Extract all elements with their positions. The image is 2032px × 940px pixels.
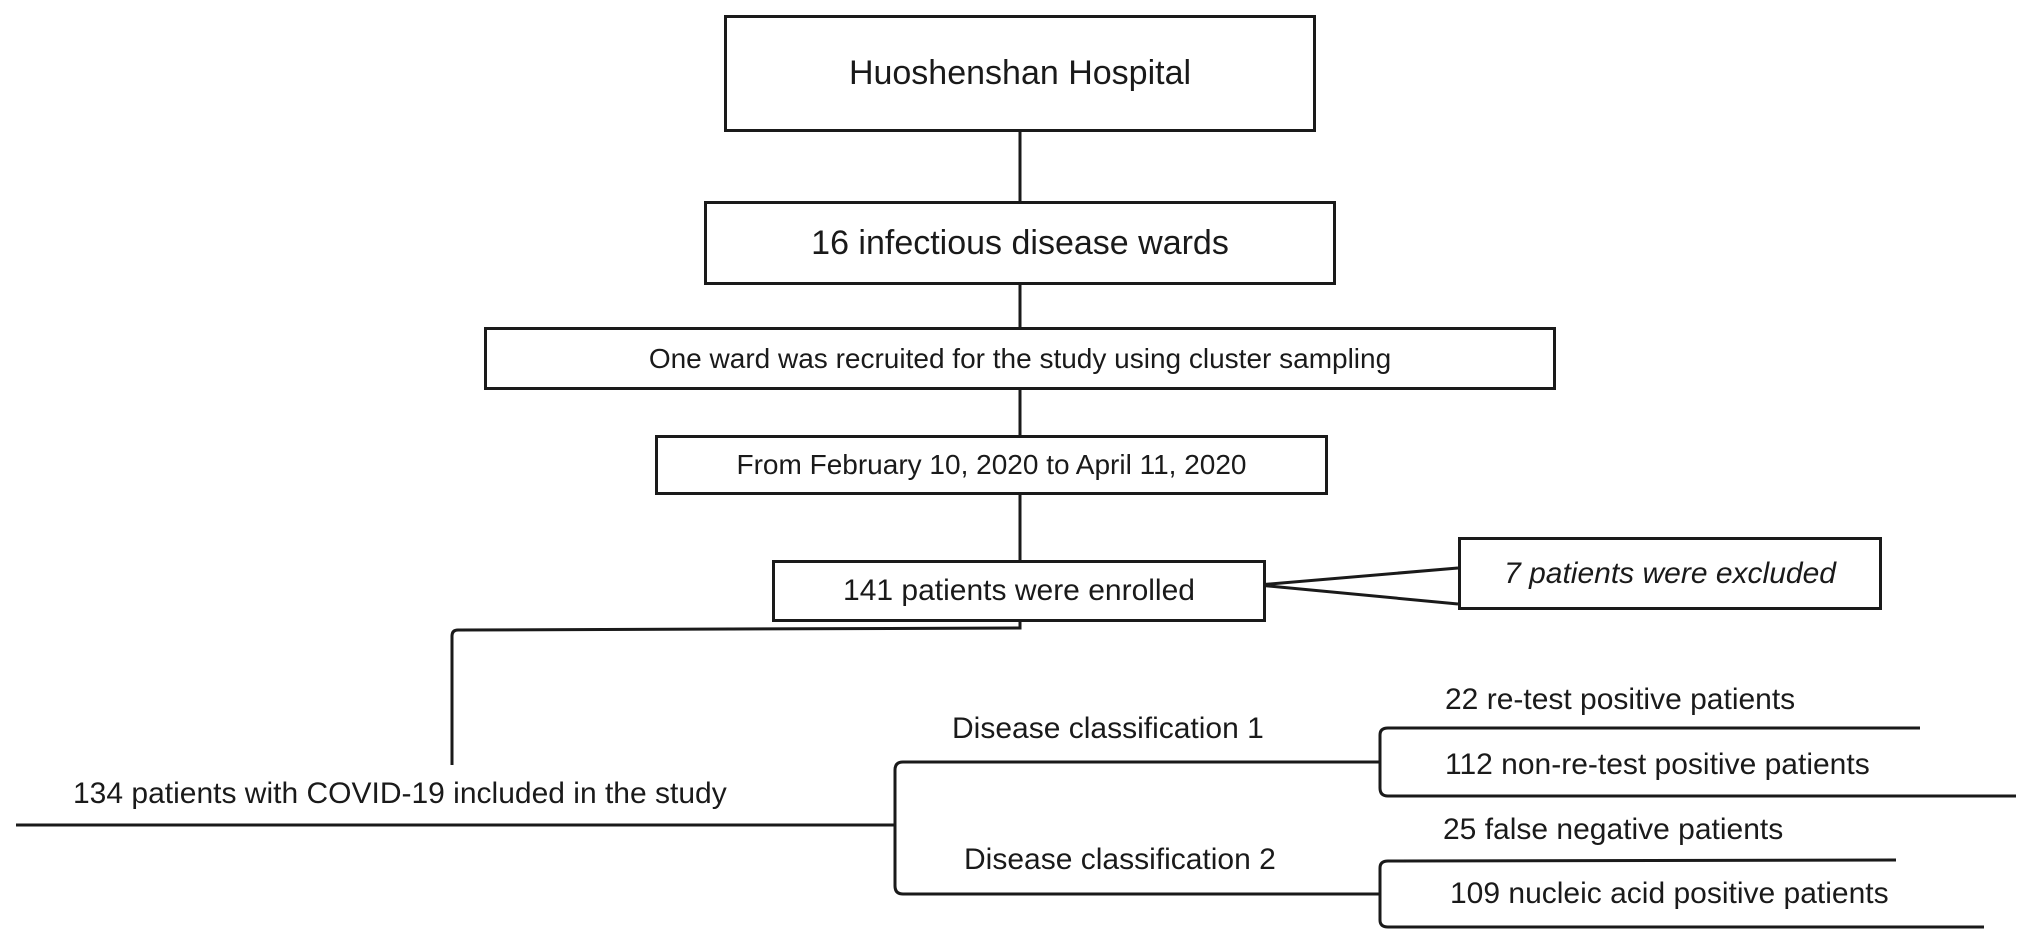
recruit-label: One ward was recruited for the study usi… — [648, 342, 1392, 374]
excluded-label: 7 patients were excluded — [1504, 556, 1836, 590]
c2-item-nucleicpositive: 109 nucleic acid positive patients — [1450, 877, 1889, 910]
hospital-box: Huoshenshan Hospital — [724, 15, 1316, 132]
classification-1-label: Disease classification 1 — [952, 712, 1264, 745]
bracket-classification-1 — [893, 760, 1380, 825]
classification-2-label: Disease classification 2 — [964, 843, 1276, 876]
c1-item-nonretest: 112 non-re-test positive patients — [1445, 748, 1870, 781]
included-label: 134 patients with COVID-19 included in t… — [73, 777, 727, 810]
connector-enrolled-included — [450, 622, 1022, 765]
period-box: From February 10, 2020 to April 11, 2020 — [655, 435, 1328, 495]
c1-item-retest: 22 re-test positive patients — [1445, 683, 1796, 716]
bracket-c2-item1 — [1378, 858, 1897, 894]
bracket-c1-item2 — [1378, 762, 2016, 798]
enrolled-box: 141 patients were enrolled — [772, 560, 1266, 622]
c2-item-falsenegative: 25 false negative patients — [1443, 813, 1784, 846]
enrolled-label: 141 patients were enrolled — [843, 574, 1195, 607]
wards-box: 16 infectious disease wards — [704, 201, 1336, 285]
period-label: From February 10, 2020 to April 11, 2020 — [736, 449, 1247, 480]
excluded-box: 7 patients were excluded — [1458, 537, 1882, 610]
wards-label: 16 infectious disease wards — [811, 223, 1229, 262]
hospital-label: Huoshenshan Hospital — [848, 54, 1192, 92]
bracket-c2-item2 — [1378, 894, 1984, 929]
bracket-classification-2 — [893, 825, 1380, 896]
connector-exclusion — [1257, 566, 1459, 606]
bracket-c1-item1 — [1378, 726, 1920, 762]
recruit-box: One ward was recruited for the study usi… — [484, 327, 1556, 390]
